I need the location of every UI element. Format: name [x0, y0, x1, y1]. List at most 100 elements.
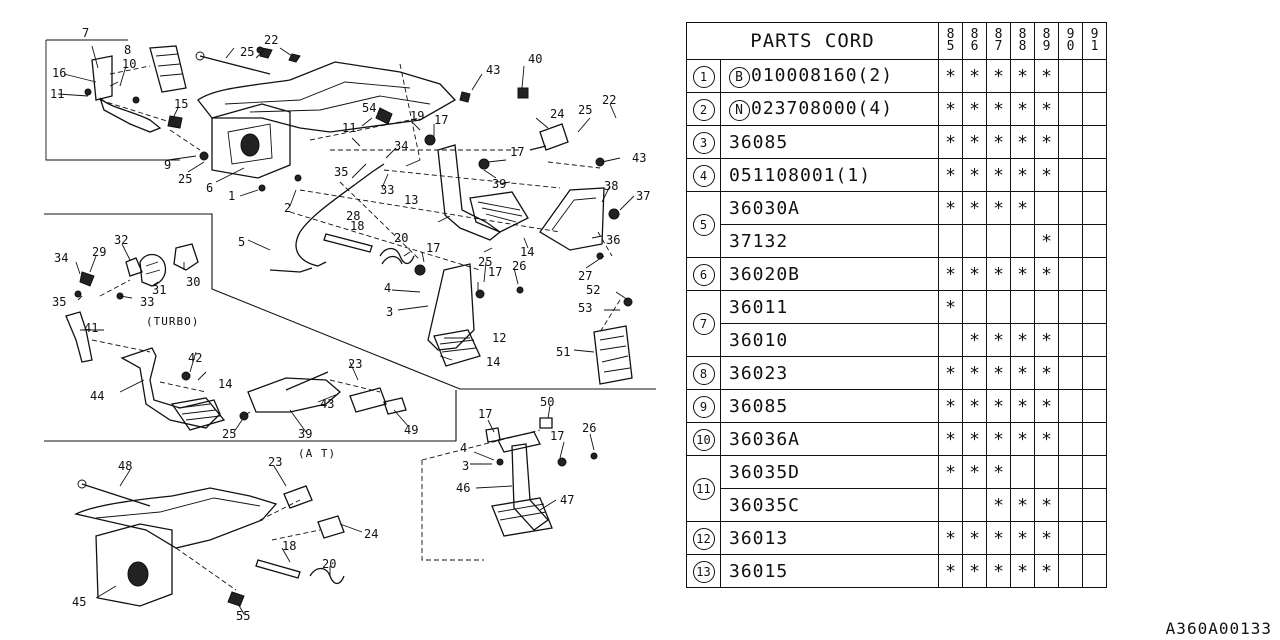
year-applicability-cell — [1010, 455, 1035, 489]
table-row: 36035C*** — [687, 488, 1107, 522]
year-applicability-cell: * — [1034, 257, 1059, 291]
callout-number: 29 — [92, 245, 106, 259]
callout-number: 23 — [268, 455, 282, 469]
applicability-mark: * — [1041, 263, 1052, 285]
callout-number: 51 — [556, 345, 570, 359]
callout-number: 11 — [342, 121, 356, 135]
ref-number-cell: 13 — [686, 554, 721, 588]
ref-number-cell: 1 — [686, 59, 721, 93]
applicability-mark: * — [1041, 362, 1052, 384]
callout-number: 34 — [54, 251, 68, 265]
ref-number: 4 — [692, 164, 715, 187]
applicability-mark: * — [1041, 65, 1052, 87]
year-applicability-cell: * — [938, 356, 963, 390]
applicability-mark: * — [945, 164, 956, 186]
callout-number: 17 — [434, 113, 448, 127]
callout-number: 34 — [394, 139, 408, 153]
year-applicability-cell — [1082, 389, 1107, 423]
diagram-canvas: (TURBO) (A T) 12345678910111213141516171… — [44, 26, 656, 623]
part-code: 36085 — [729, 395, 789, 417]
year-applicability-cell: * — [938, 521, 963, 555]
callout-number: 48 — [118, 459, 132, 473]
year-applicability-cell: * — [986, 59, 1011, 93]
year-applicability-cell: * — [962, 389, 987, 423]
callout-number: 25 — [478, 255, 492, 269]
applicability-mark: * — [969, 527, 980, 549]
applicability-mark: * — [1041, 164, 1052, 186]
year-applicability-cell — [1058, 290, 1083, 324]
applicability-mark: * — [993, 362, 1004, 384]
year-applicability-cell — [1082, 125, 1107, 159]
ref-number: 11 — [692, 478, 715, 500]
applicability-mark: * — [993, 527, 1004, 549]
applicability-mark: * — [945, 395, 956, 417]
year-applicability-cell — [938, 323, 963, 357]
year-applicability-cell: * — [962, 554, 987, 588]
callout-number: 42 — [188, 351, 202, 365]
applicability-mark: * — [969, 164, 980, 186]
callout-number: 47 — [560, 493, 574, 507]
callout-number: 52 — [586, 283, 600, 297]
year-applicability-cell: * — [1010, 125, 1035, 159]
callout-number: 17 — [478, 407, 492, 421]
year-applicability-cell — [986, 290, 1011, 324]
applicability-mark: * — [1017, 494, 1028, 516]
part-prefix: N — [729, 99, 750, 121]
applicability-mark: * — [993, 263, 1004, 285]
callout-number: 17 — [488, 265, 502, 279]
callout-number: 6 — [206, 181, 213, 195]
ref-number-cell: 10 — [686, 422, 721, 456]
ref-number-cell: 5 — [686, 191, 721, 258]
year-applicability-cell — [1034, 290, 1059, 324]
ref-number: 5 — [692, 214, 715, 236]
year-applicability-cell — [962, 290, 987, 324]
main-bracket-assembly — [195, 46, 633, 385]
year-applicability-cell: * — [962, 158, 987, 192]
year-applicability-cell: * — [962, 125, 987, 159]
applicability-mark: * — [993, 197, 1004, 219]
callout-number: 3 — [462, 459, 469, 473]
year-applicability-cell: * — [938, 389, 963, 423]
callout-number: 45 — [72, 595, 86, 609]
year-applicability-cell: * — [962, 257, 987, 291]
callout-number: 43 — [320, 397, 334, 411]
part-code: 37132 — [729, 230, 789, 252]
year-applicability-cell — [1058, 488, 1083, 522]
year-applicability-cell — [986, 224, 1011, 258]
year-applicability-cell — [1082, 323, 1107, 357]
year-applicability-cell: * — [1010, 158, 1035, 192]
part-code: 36015 — [729, 560, 789, 582]
year-applicability-cell — [1058, 554, 1083, 588]
part-code-cell: 36035C — [720, 488, 939, 522]
callout-number: 26 — [582, 421, 596, 435]
year-applicability-cell — [962, 488, 987, 522]
year-applicability-cell — [1082, 422, 1107, 456]
applicability-mark: * — [1041, 428, 1052, 450]
applicability-mark: * — [945, 197, 956, 219]
callout-number: 43 — [486, 63, 500, 77]
year-applicability-cell — [1058, 92, 1083, 126]
applicability-mark: * — [1017, 197, 1028, 219]
part-code: 36030A — [729, 197, 801, 219]
callout-number: 24 — [550, 107, 564, 121]
part-code-cell: 36011 — [720, 290, 939, 324]
applicability-mark: * — [945, 461, 956, 483]
part-code: 36011 — [729, 296, 789, 318]
year-applicability-cell — [1082, 356, 1107, 390]
at-caption: (A T) — [298, 447, 336, 460]
callout-leaders — [57, 45, 635, 615]
year-applicability-cell: * — [938, 554, 963, 588]
part-code-cell: 36036A — [720, 422, 939, 456]
year-applicability-cell: * — [986, 488, 1011, 522]
callout-number: 54 — [362, 101, 376, 115]
callout-number: 33 — [380, 183, 394, 197]
